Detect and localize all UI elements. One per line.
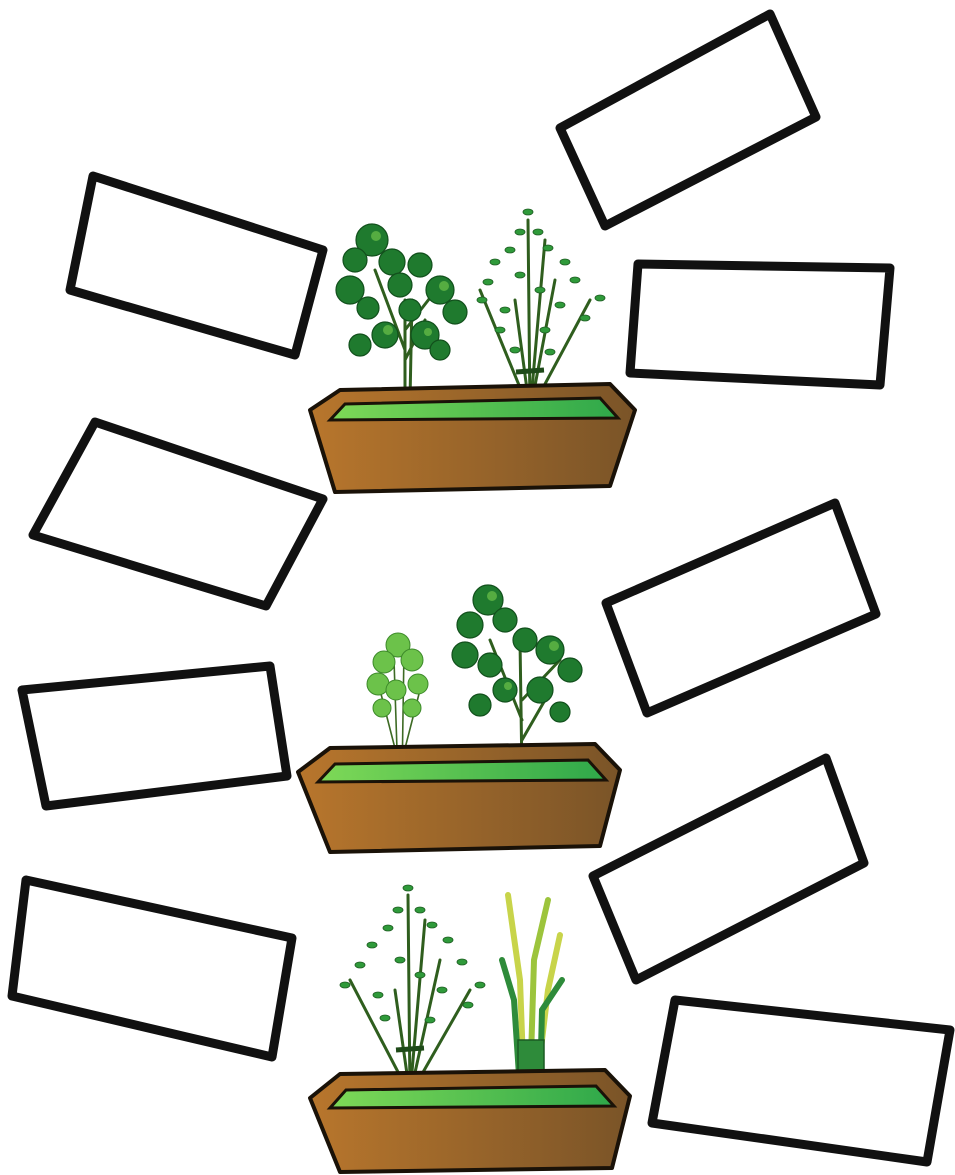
label-box-6[interactable] (22, 666, 287, 806)
label-box-9[interactable] (652, 1000, 950, 1162)
label-box-1[interactable] (560, 14, 816, 226)
label-box-3[interactable] (630, 264, 890, 385)
thyme-icon (340, 885, 485, 1095)
label-box-5[interactable] (606, 503, 876, 713)
label-box-2[interactable] (70, 176, 323, 355)
planter-3 (310, 885, 630, 1172)
label-box-7[interactable] (593, 758, 864, 980)
label-box-8[interactable] (12, 880, 292, 1057)
planter-1 (310, 209, 635, 492)
thyme-icon (477, 209, 605, 412)
chives-icon (502, 895, 562, 1092)
label-box-4[interactable] (33, 422, 323, 606)
planter-2 (298, 585, 620, 852)
